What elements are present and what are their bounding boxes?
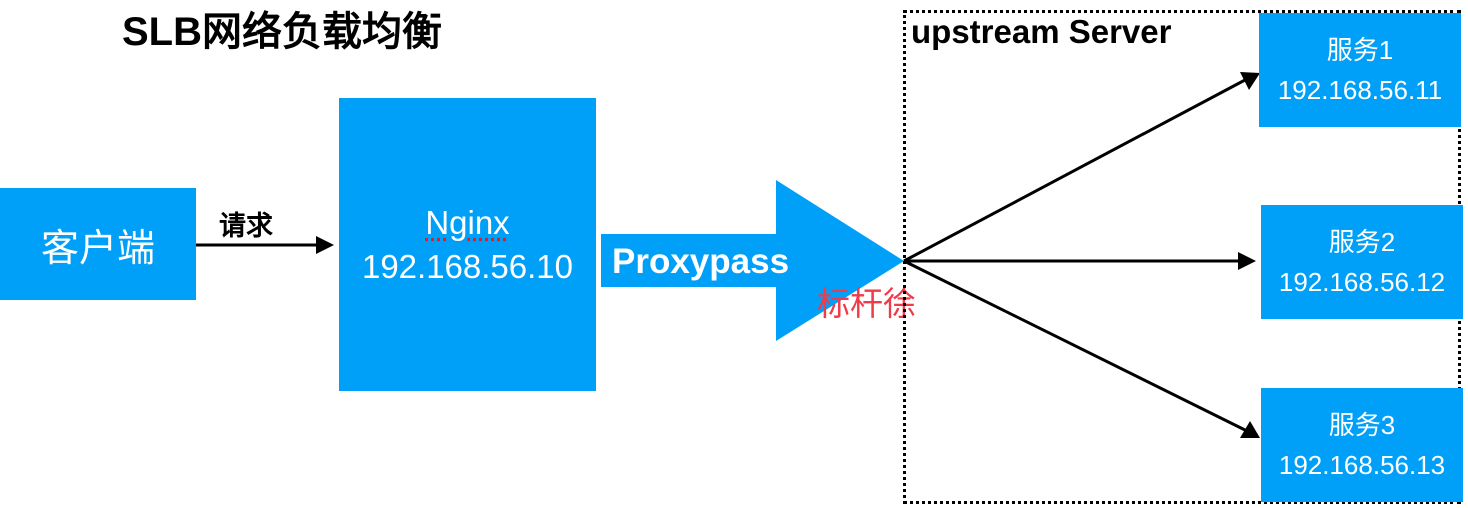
request-label: 请求	[219, 211, 273, 241]
connector-to-server-3	[903, 259, 1246, 432]
nginx-box: Nginx 192.168.56.10	[339, 98, 596, 391]
server-box-3: 服务3 192.168.56.13	[1261, 388, 1463, 502]
client-box: 客户端	[0, 188, 196, 300]
server-ip: 192.168.56.13	[1278, 450, 1446, 480]
upstream-label: upstream Server	[911, 13, 1172, 50]
request-arrowhead	[316, 236, 334, 254]
arrowhead-server-2	[1238, 252, 1256, 270]
server-box-2: 服务2 192.168.56.12	[1261, 205, 1463, 319]
watermark-text: 标杆徐	[817, 285, 916, 322]
server-name: 服务2	[1328, 227, 1396, 257]
arrowhead-server-1	[1240, 72, 1260, 90]
server-name: 服务1	[1326, 35, 1394, 65]
nginx-ip: 192.168.56.10	[361, 247, 574, 285]
connector-to-server-1	[903, 78, 1246, 263]
arrowhead-server-3	[1240, 421, 1260, 438]
client-label: 客户端	[40, 227, 155, 270]
server-ip: 192.168.56.12	[1278, 267, 1446, 297]
proxypass-arrow-shape	[601, 180, 904, 341]
server-name: 服务3	[1328, 410, 1396, 440]
server-box-1: 服务1 192.168.56.11	[1259, 13, 1461, 127]
server-ip: 192.168.56.11	[1277, 75, 1443, 105]
nginx-name: Nginx	[425, 203, 510, 241]
diagram-title: SLB网络负载均衡	[122, 10, 442, 54]
proxypass-label: Proxypass	[612, 242, 790, 281]
